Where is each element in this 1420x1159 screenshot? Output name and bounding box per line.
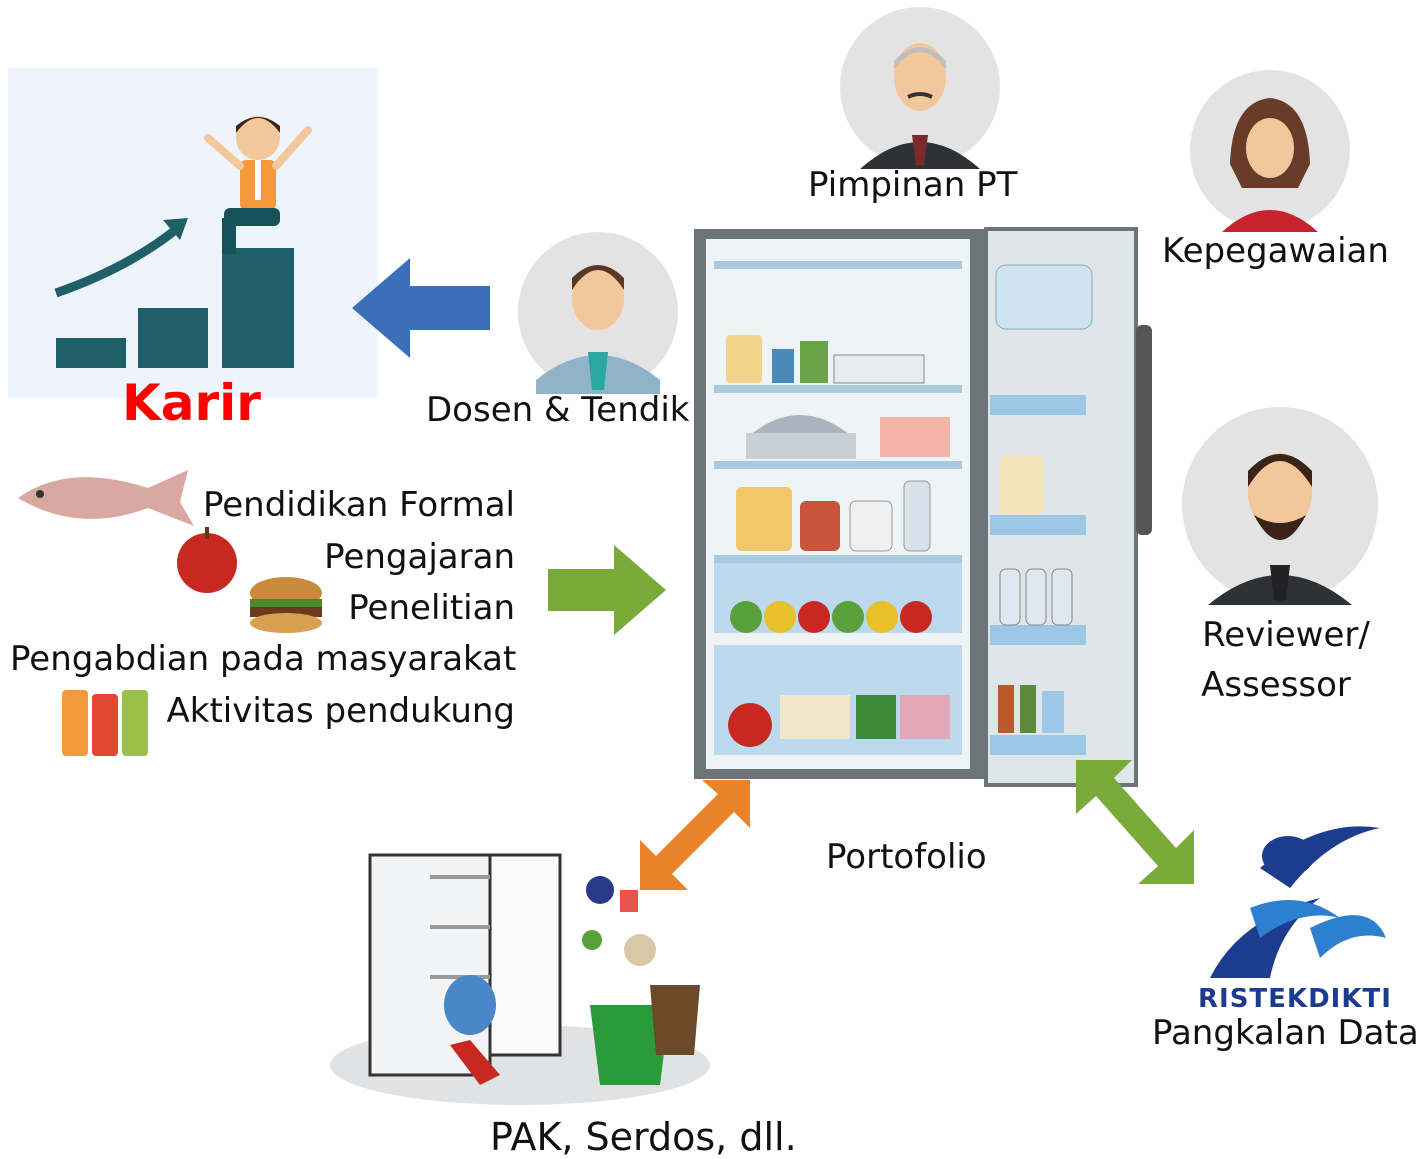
activity-item: Pengabdian pada masyarakat [10,639,517,679]
reviewer-label-1: Reviewer/ [1202,615,1370,655]
reviewer-avatar [1182,407,1378,605]
pimpinan-avatar [840,7,1000,169]
ristekdikti-logo [1210,826,1386,978]
messy-fridge-icon [330,853,710,1105]
ristekdikti-logo-text: RISTEKDIKTI [1198,984,1392,1014]
arrow-left-icon [352,258,490,358]
fish-icon [18,470,194,526]
double-arrow-icon [640,780,750,890]
arrow-right-icon [548,545,666,635]
pimpinan-label: Pimpinan PT [808,165,1018,205]
career-label: Karir [122,374,261,432]
juice-icon [62,690,148,756]
double-arrow-icon [1076,760,1194,884]
burger-icon [250,577,322,633]
kepegawaian-label: Kepegawaian [1162,231,1389,271]
career-illustration [8,68,378,398]
activity-item: Penelitian [348,588,515,628]
dosen-label: Dosen & Tendik [426,390,690,430]
portofolio-label: Portofolio [826,837,987,877]
activity-item: Aktivitas pendukung [166,691,515,731]
activity-item: Pendidikan Formal [202,485,515,525]
reviewer-label-2: Assessor [1201,665,1351,705]
kepegawaian-avatar [1190,70,1350,232]
pak-serdos-label: PAK, Serdos, dll. [490,1115,797,1159]
apple-icon [177,527,237,593]
pangkalan-data-label: Pangkalan Data [1152,1013,1419,1053]
refrigerator-icon [694,227,1152,787]
dosen-avatar [518,232,678,394]
activity-item: Pengajaran [324,537,515,577]
career-growth-icon [54,116,312,368]
